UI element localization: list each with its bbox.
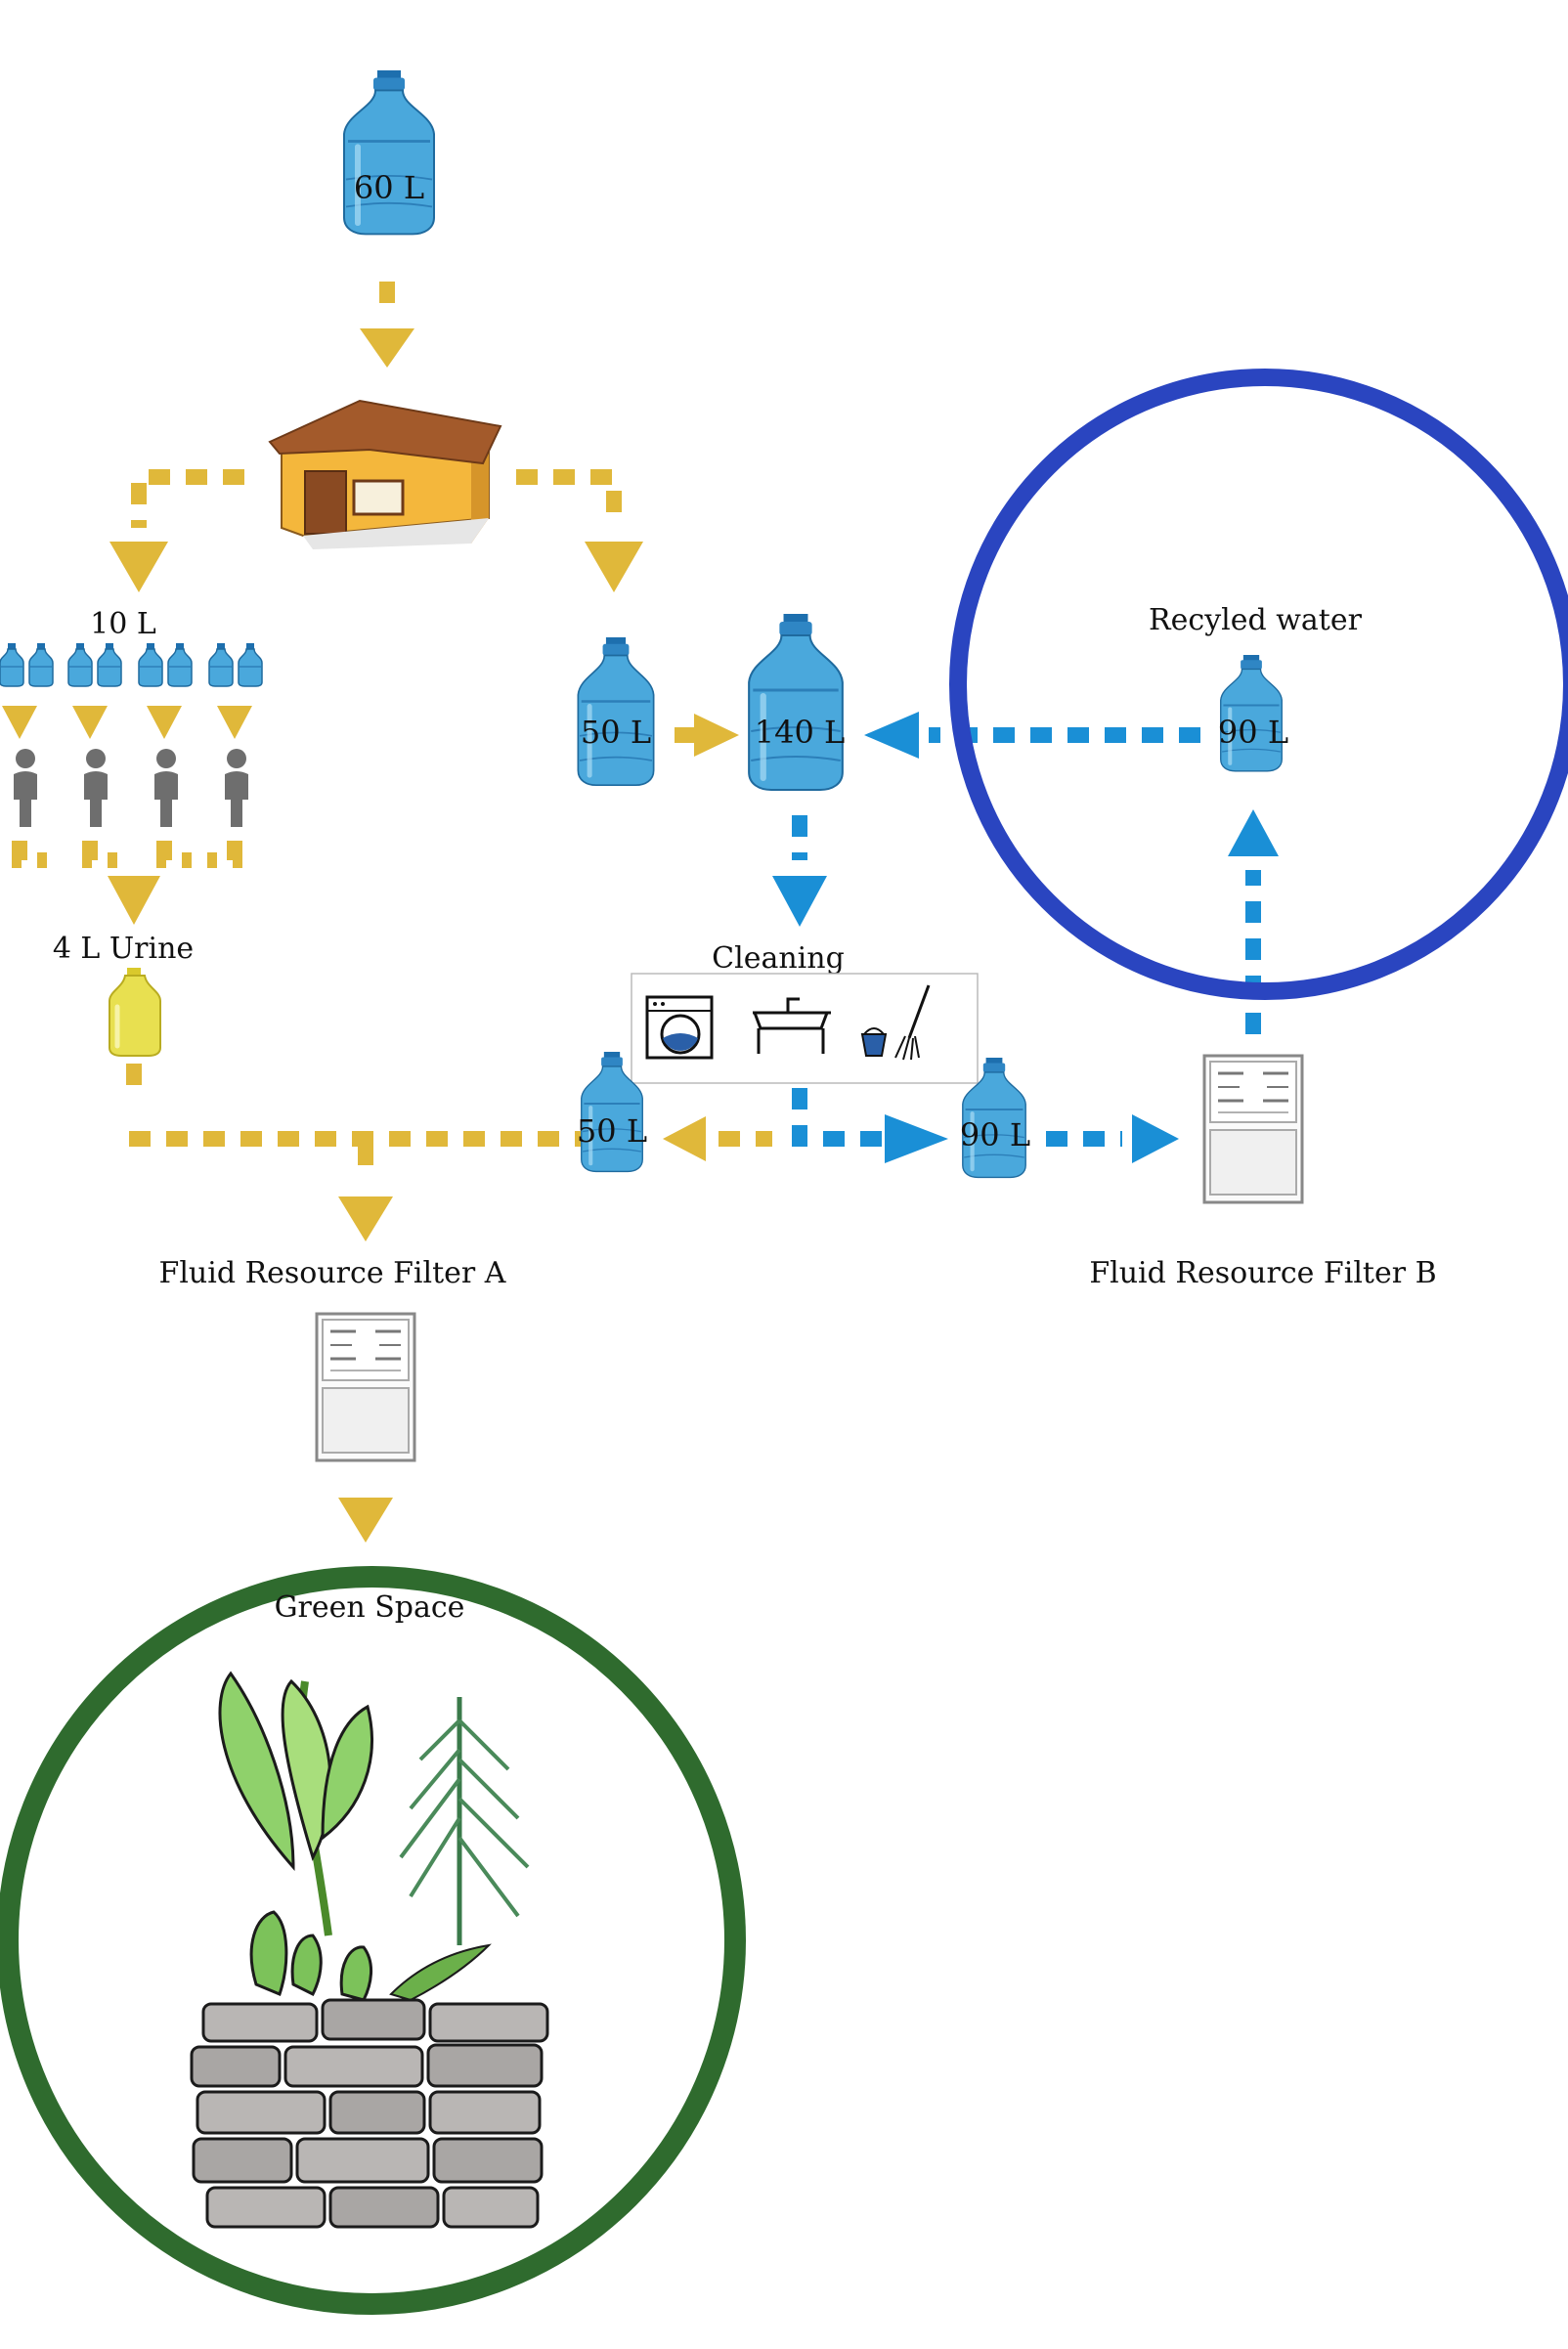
blue-flow-arrowheads bbox=[772, 712, 1279, 1163]
yellow-flow-arrowheads bbox=[2, 328, 739, 1543]
water-jug-icon bbox=[67, 642, 93, 687]
jug-90-recycled-label: 90 L bbox=[1218, 714, 1288, 751]
water-jug-icon bbox=[0, 642, 24, 687]
urine-label: 4 L Urine bbox=[53, 932, 194, 966]
water-jug-icon-140 bbox=[749, 614, 843, 790]
sink-icon bbox=[752, 997, 831, 1054]
water-jug-icon bbox=[167, 642, 193, 687]
recycled-water-title: Recyled water bbox=[1149, 603, 1363, 637]
person-icon bbox=[14, 749, 37, 827]
filter-b-label: Fluid Resource Filter B bbox=[1089, 1256, 1436, 1290]
urine-bottle-icon bbox=[109, 968, 161, 1057]
jug-90-out-label: 90 L bbox=[960, 1116, 1030, 1153]
person-icon bbox=[154, 749, 178, 827]
water-jug-icon bbox=[138, 642, 163, 687]
jug-140-label: 140 L bbox=[755, 714, 846, 751]
washing-machine-icon bbox=[645, 995, 714, 1060]
cleaning-title: Cleaning bbox=[712, 941, 845, 976]
cleaning-panel bbox=[631, 973, 979, 1084]
filter-unit-icon-b bbox=[1202, 1054, 1304, 1204]
broom-icon bbox=[894, 984, 931, 1061]
jug-50-in-label: 50 L bbox=[581, 714, 651, 751]
person-icon bbox=[84, 749, 108, 827]
water-jug-icon bbox=[28, 642, 54, 687]
people-row bbox=[14, 749, 248, 827]
water-jug-icon bbox=[97, 642, 122, 687]
filter-unit-icon-a bbox=[315, 1312, 416, 1462]
jug-50-out-label: 50 L bbox=[577, 1112, 647, 1150]
recycled-water-ring bbox=[949, 369, 1568, 1000]
yellow-flow-lines bbox=[12, 282, 772, 1178]
green-space-ring bbox=[0, 1566, 746, 2315]
blue-flow-lines bbox=[792, 727, 1261, 1147]
green-space-title: Green Space bbox=[275, 1590, 465, 1625]
water-jug-icon bbox=[238, 642, 263, 687]
house-icon bbox=[268, 399, 502, 549]
filter-a-label: Fluid Resource Filter A bbox=[159, 1256, 506, 1290]
per-person-label: 10 L bbox=[90, 607, 156, 641]
plant-icon bbox=[218, 1671, 530, 2002]
bucket-icon bbox=[860, 1027, 888, 1057]
mini-jug-row bbox=[0, 642, 263, 687]
jug-top-label: 60 L bbox=[354, 169, 424, 206]
person-icon bbox=[225, 749, 248, 827]
stone-wall-icon bbox=[190, 1998, 549, 2229]
water-jug-icon-top bbox=[344, 70, 434, 234]
water-jug-icon bbox=[208, 642, 234, 687]
water-jug-icon-50-in bbox=[578, 637, 653, 785]
